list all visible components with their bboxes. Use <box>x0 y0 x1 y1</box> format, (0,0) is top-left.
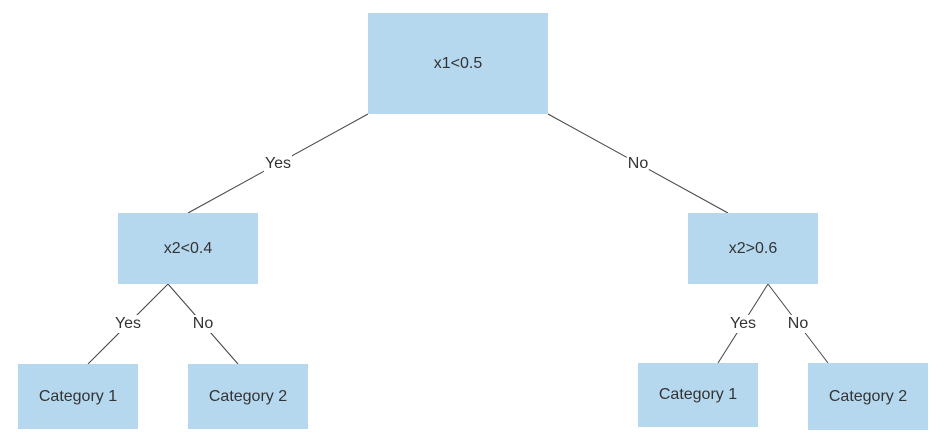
edge-label-left-no: No <box>191 315 215 333</box>
edge-label-right-no: No <box>786 315 810 333</box>
right-yes-leaf-label: Category 1 <box>658 386 738 403</box>
right-node-label: x2>0.6 <box>728 239 778 257</box>
edge-label-root-right: No <box>626 155 650 173</box>
root-node-label: x1<0.5 <box>433 54 483 72</box>
right-node: x2>0.6 <box>688 213 818 284</box>
root-node: x1<0.5 <box>368 13 548 114</box>
edge-label-left-yes: Yes <box>113 315 143 333</box>
left-yes-leaf-node: Category 1 <box>18 364 138 429</box>
edge-label-right-yes: Yes <box>728 315 758 333</box>
left-node: x2<0.4 <box>118 213 258 284</box>
left-yes-leaf-label: Category 1 <box>38 387 118 405</box>
right-no-leaf-label: Category 2 <box>828 387 908 405</box>
left-node-label: x2<0.4 <box>163 239 213 257</box>
left-no-leaf-node: Category 2 <box>188 364 308 429</box>
left-no-leaf-label: Category 2 <box>208 387 288 405</box>
edge-label-root-left: Yes <box>263 155 293 173</box>
right-no-leaf-node: Category 2 <box>808 363 928 430</box>
right-yes-leaf-node: Category 1 <box>638 363 758 427</box>
